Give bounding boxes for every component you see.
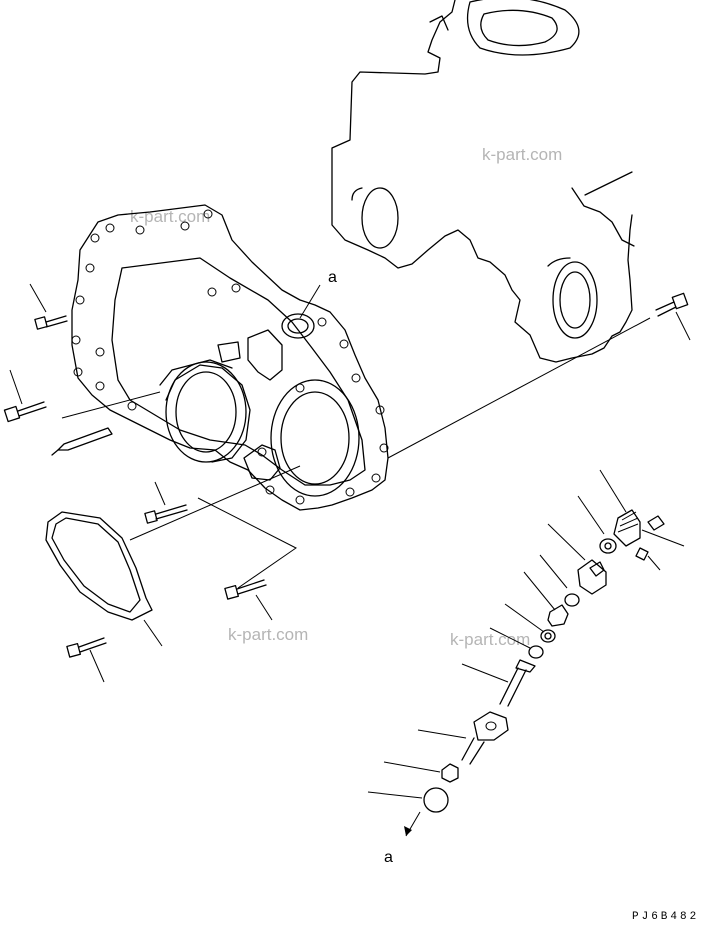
gasket bbox=[45, 511, 153, 621]
bolt-2 bbox=[3, 401, 47, 423]
bolt-4 bbox=[224, 579, 267, 600]
bolt-6 bbox=[655, 292, 689, 317]
engine-block bbox=[331, 0, 635, 363]
drawing-code: PJ6B482 bbox=[632, 911, 699, 923]
bolt-1 bbox=[34, 315, 68, 330]
watermark-4: k-part.com bbox=[450, 630, 530, 649]
front-gear-cover bbox=[71, 204, 389, 511]
watermark-1: k-part.com bbox=[482, 145, 562, 164]
callout-a-top: a bbox=[328, 269, 337, 286]
dowel-pin bbox=[51, 427, 113, 456]
bolt-5 bbox=[66, 637, 107, 658]
leader-lines bbox=[9, 283, 691, 683]
bolt-3 bbox=[144, 504, 188, 524]
callout-a-bottom: a bbox=[384, 849, 393, 866]
watermark-3: k-part.com bbox=[228, 625, 308, 644]
sensor-assembly bbox=[367, 469, 685, 837]
